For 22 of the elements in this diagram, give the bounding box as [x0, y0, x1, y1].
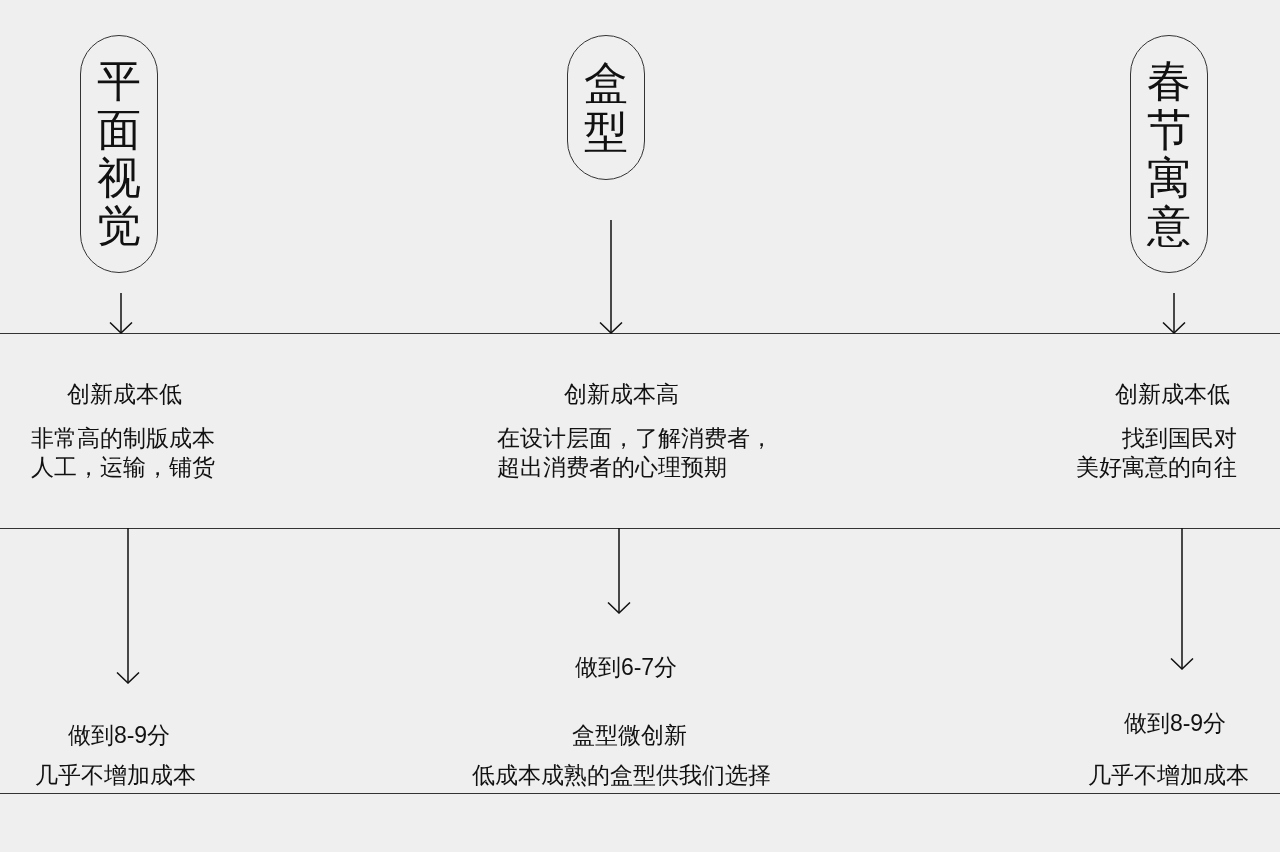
cost-label: 创新成本高: [563, 380, 679, 409]
pill-label: 盒型: [584, 59, 628, 156]
arrow: [116, 527, 140, 684]
pill-label: 春节寓意: [1147, 57, 1191, 251]
description-text: 低成本成熟的盒型供我们选择: [471, 761, 771, 790]
description-text: 几乎不增加成本: [34, 761, 196, 790]
description-text: 几乎不增加成本: [1087, 761, 1249, 790]
description-text: 非常高的制版成本人工，运输，铺货: [29, 424, 216, 482]
arrow: [607, 527, 631, 614]
description-text: 在设计层面，了解消费者，超出消费者的心理预期: [497, 424, 774, 482]
arrow: [1162, 292, 1186, 334]
description-text: 找到国民对美好寓意的向往: [1075, 424, 1237, 482]
cost-label: 创新成本低: [1114, 380, 1230, 409]
cost-label: 创新成本低: [66, 380, 182, 409]
score-label: 做到8-9分: [67, 721, 171, 750]
arrow: [599, 219, 623, 334]
score-label: 做到8-9分: [1123, 709, 1227, 738]
pill-label: 平面视觉: [97, 57, 141, 251]
score-label: 做到6-7分: [574, 653, 678, 682]
arrow: [109, 292, 133, 334]
arrow: [1170, 527, 1194, 670]
innovation-label: 盒型微创新: [571, 721, 687, 750]
